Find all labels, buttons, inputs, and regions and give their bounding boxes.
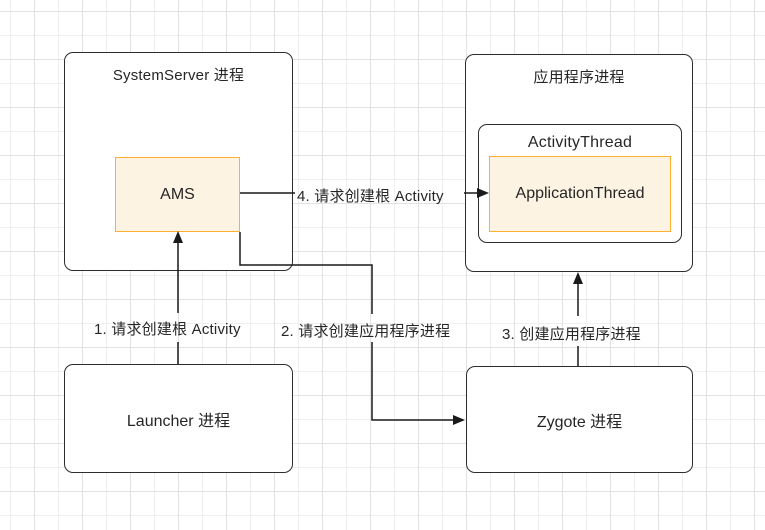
zygote-process-label: Zygote 进程	[536, 413, 623, 431]
edge-2-label[interactable]: 2. 请求创建应用程序进程	[281, 323, 451, 340]
edge-3-label[interactable]: 3. 创建应用程序进程	[502, 326, 641, 343]
activity-thread-title: ActivityThread	[527, 134, 633, 151]
systemserver-process-title: SystemServer 进程	[112, 67, 245, 84]
app-process-title: 应用程序进程	[533, 69, 625, 86]
launcher-process-label: Launcher 进程	[126, 412, 231, 430]
node-launcher-process[interactable]: Launcher 进程	[64, 364, 293, 473]
edge-2-arrow[interactable]	[239, 232, 465, 425]
edge-3-arrow[interactable]	[573, 272, 583, 366]
ams-label: AMS	[160, 185, 195, 203]
arrowhead-right-icon	[453, 415, 465, 425]
edge-1-label[interactable]: 1. 请求创建根 Activity	[94, 321, 241, 338]
arrowhead-up-icon	[573, 272, 583, 284]
application-thread-label: ApplicationThread	[515, 185, 645, 202]
arrowhead-right-icon	[477, 188, 489, 198]
node-ams[interactable]: AMS	[115, 157, 240, 232]
node-zygote-process[interactable]: Zygote 进程	[466, 366, 693, 473]
node-application-thread[interactable]: ApplicationThread	[489, 156, 671, 232]
edge-4-arrow[interactable]	[240, 188, 489, 198]
arrowhead-up-icon	[173, 231, 183, 243]
edge-1-arrow[interactable]	[173, 231, 183, 364]
edge-4-label[interactable]: 4. 请求创建根 Activity	[297, 188, 444, 205]
